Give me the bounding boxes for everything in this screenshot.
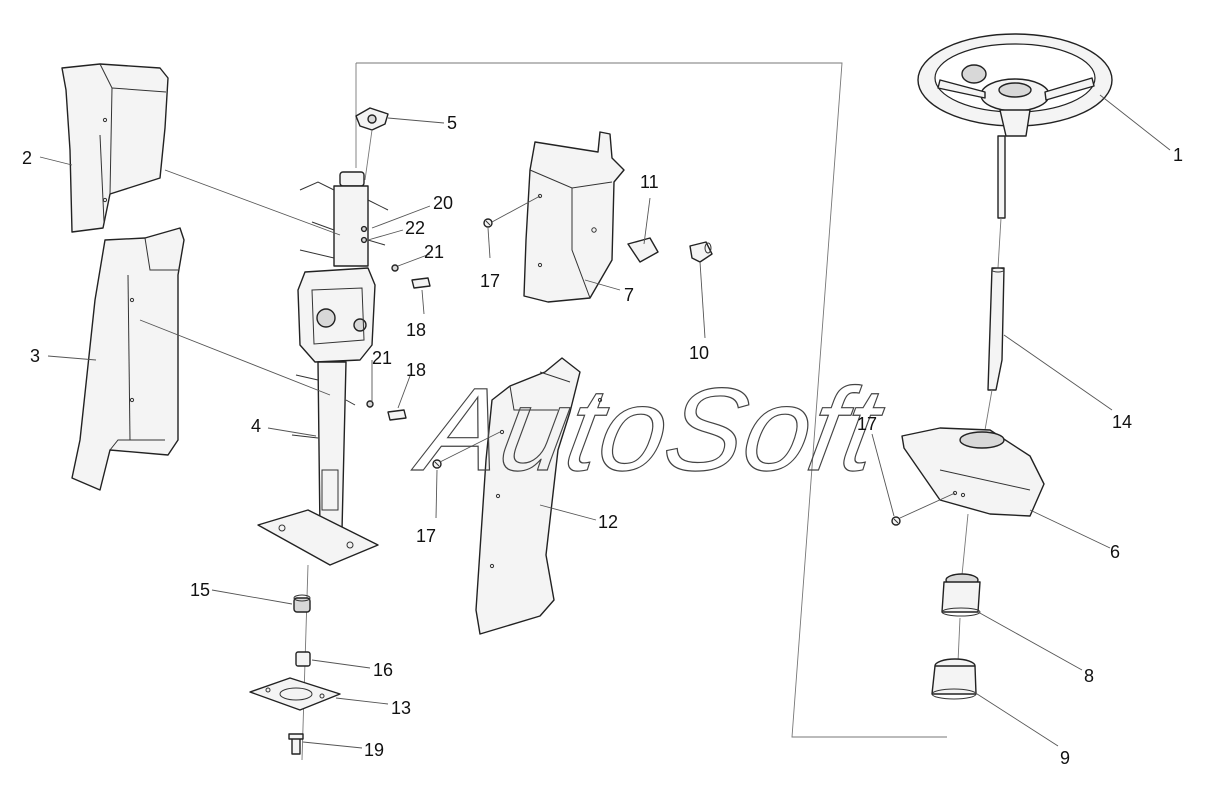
callout-17-middle: 17 [416, 526, 436, 546]
callout-5: 5 [447, 113, 457, 133]
callout-16: 16 [373, 660, 393, 680]
callout-21-upper: 21 [424, 242, 444, 262]
part-12-lower-shroud [475, 357, 603, 635]
screw-17-upper [483, 218, 493, 228]
callout-14: 14 [1112, 412, 1132, 432]
screw-17-middle [432, 459, 442, 469]
part-6-console [901, 427, 1045, 576]
part-5-adjust-knob [355, 107, 389, 181]
part-4-steering-column [257, 171, 389, 761]
callout-20: 20 [433, 193, 453, 213]
callout-1: 1 [1173, 145, 1183, 165]
part-9-boot [931, 658, 977, 700]
part-14-steering-shaft [984, 267, 1005, 431]
screw-17-right [891, 516, 901, 526]
callout-6: 6 [1110, 542, 1120, 562]
part-13-mounting-plate [249, 677, 341, 711]
callout-12: 12 [598, 512, 618, 532]
callout-9: 9 [1060, 748, 1070, 768]
part-1-steering-wheel [917, 33, 1113, 269]
callout-17-right: 17 [857, 414, 877, 434]
part-8-boot [941, 573, 981, 663]
part-16-sleeve [295, 651, 311, 667]
callout-18-lower: 18 [406, 360, 426, 380]
part-10-plug [689, 241, 713, 263]
callout-18-upper: 18 [406, 320, 426, 340]
column-hardware [360, 225, 431, 421]
callout-4: 4 [251, 416, 261, 436]
part-2-upper-side-cover [61, 63, 169, 233]
callout-2: 2 [22, 148, 32, 168]
callout-15: 15 [190, 580, 210, 600]
part-19-bolt [288, 733, 304, 755]
callout-11: 11 [640, 172, 659, 192]
callout-21-lower: 21 [372, 348, 392, 368]
callout-10: 10 [689, 343, 709, 363]
part-7-upper-shroud [523, 131, 625, 303]
callout-19: 19 [364, 740, 384, 760]
part-15-bushing [293, 594, 311, 613]
part-11-cap [627, 237, 659, 263]
callout-leaders [39, 94, 1171, 749]
part-3-lower-side-cover [71, 227, 185, 491]
callout-numbers: 1 2 3 4 5 6 7 8 9 10 11 12 13 14 15 16 1… [22, 113, 1183, 768]
callout-7: 7 [624, 285, 634, 305]
assembly-frame-line [356, 62, 947, 738]
callout-8: 8 [1084, 666, 1094, 686]
callout-22: 22 [405, 218, 425, 238]
watermark: AutoSoft [407, 364, 894, 496]
callout-3: 3 [30, 346, 40, 366]
callout-13: 13 [391, 698, 411, 718]
callout-17-upper: 17 [480, 271, 500, 291]
